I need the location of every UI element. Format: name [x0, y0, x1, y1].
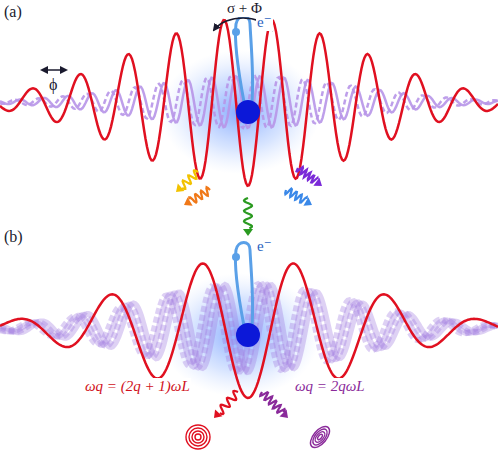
harmonic-field — [0, 284, 498, 371]
photon-arrowhead — [313, 178, 322, 186]
panel-label: (a) — [3, 3, 23, 21]
photon-arrowhead — [214, 410, 222, 419]
electron-label: e⁻ — [256, 238, 273, 255]
elliptical-polarization — [307, 423, 333, 451]
photon-arrowhead — [184, 197, 193, 206]
circular-polarization — [186, 425, 210, 449]
odd-harmonic-label: ωq = (2q + 1)ωL — [84, 378, 191, 395]
atom — [236, 323, 260, 347]
emitted-photon — [297, 167, 318, 183]
panel-label: (b) — [3, 228, 24, 246]
photon-arrowhead — [303, 197, 312, 206]
circular-polarization — [189, 428, 207, 446]
phase-shift-label: ϕ — [48, 76, 58, 94]
emitted-photon — [220, 391, 238, 414]
emitted-photon — [182, 170, 198, 189]
harmonic-field — [0, 285, 498, 372]
circular-polarization — [192, 431, 204, 443]
emitted-photon — [244, 198, 252, 228]
emitted-photon — [189, 187, 210, 202]
photon-arrowhead — [176, 184, 185, 192]
harmonic-field — [0, 284, 498, 371]
electron — [232, 253, 240, 261]
elliptical-polarization — [310, 427, 330, 448]
circular-polarization — [195, 434, 201, 440]
phase-shift-arrow — [42, 69, 66, 71]
driving-field — [0, 20, 498, 186]
driving-field — [0, 264, 498, 399]
electron-label: e⁻ — [256, 14, 273, 31]
electron — [232, 28, 240, 36]
atom — [236, 100, 260, 124]
photon-arrowhead — [280, 410, 289, 419]
harmonic-field — [0, 285, 498, 372]
photon-arrowhead — [243, 229, 253, 236]
even-harmonic-label: ωq = 2qωL — [294, 378, 366, 395]
emitted-photon — [260, 392, 285, 413]
emitted-photon — [285, 189, 307, 203]
